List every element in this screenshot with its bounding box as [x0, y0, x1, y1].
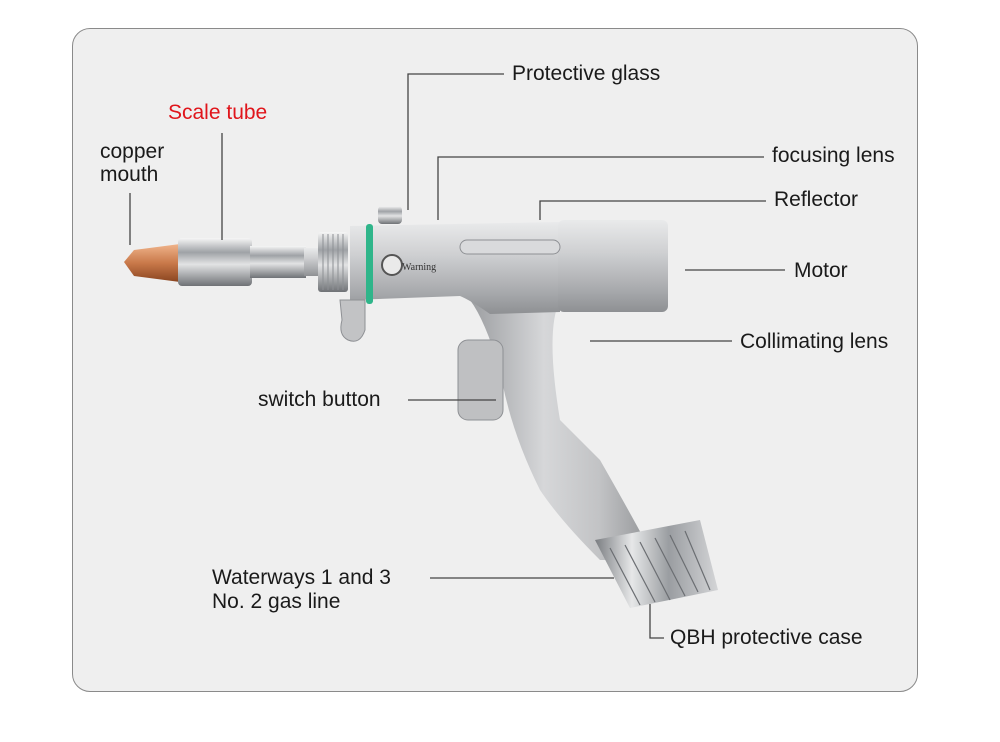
label-waterways-line2: No. 2 gas line: [212, 590, 341, 613]
label-reflector: Reflector: [774, 188, 859, 211]
warning-mark: [381, 254, 403, 276]
top-knob: [378, 206, 402, 224]
seal-ring: [366, 224, 373, 304]
scale-tube: [178, 238, 252, 286]
grip-handle: [470, 250, 655, 560]
label-collimating-lens: Collimating lens: [740, 330, 889, 353]
label-protective-glass: Protective glass: [512, 62, 661, 85]
label-switch-button: switch button: [258, 388, 381, 411]
label-qbh-case: QBH protective case: [670, 626, 863, 649]
leader-qbh: [649, 604, 664, 639]
warning-text: Warning: [402, 262, 436, 273]
qbh-connector: [595, 520, 718, 608]
leader-reflector: [539, 200, 766, 220]
label-motor: Motor: [794, 259, 848, 282]
motor-housing: [558, 220, 668, 312]
label-scale-tube: Scale tube: [168, 101, 268, 124]
label-copper-mouth-line1: copper: [100, 140, 165, 163]
copper-nozzle: [124, 244, 180, 282]
leader-focusing-lens: [437, 156, 764, 220]
label-waterways-line1: Waterways 1 and 3: [212, 566, 391, 589]
trigger: [457, 339, 504, 421]
label-focusing-lens: focusing lens: [772, 144, 895, 167]
label-copper-mouth-line2: mouth: [100, 163, 159, 186]
leader-protective-glass: [407, 73, 504, 210]
